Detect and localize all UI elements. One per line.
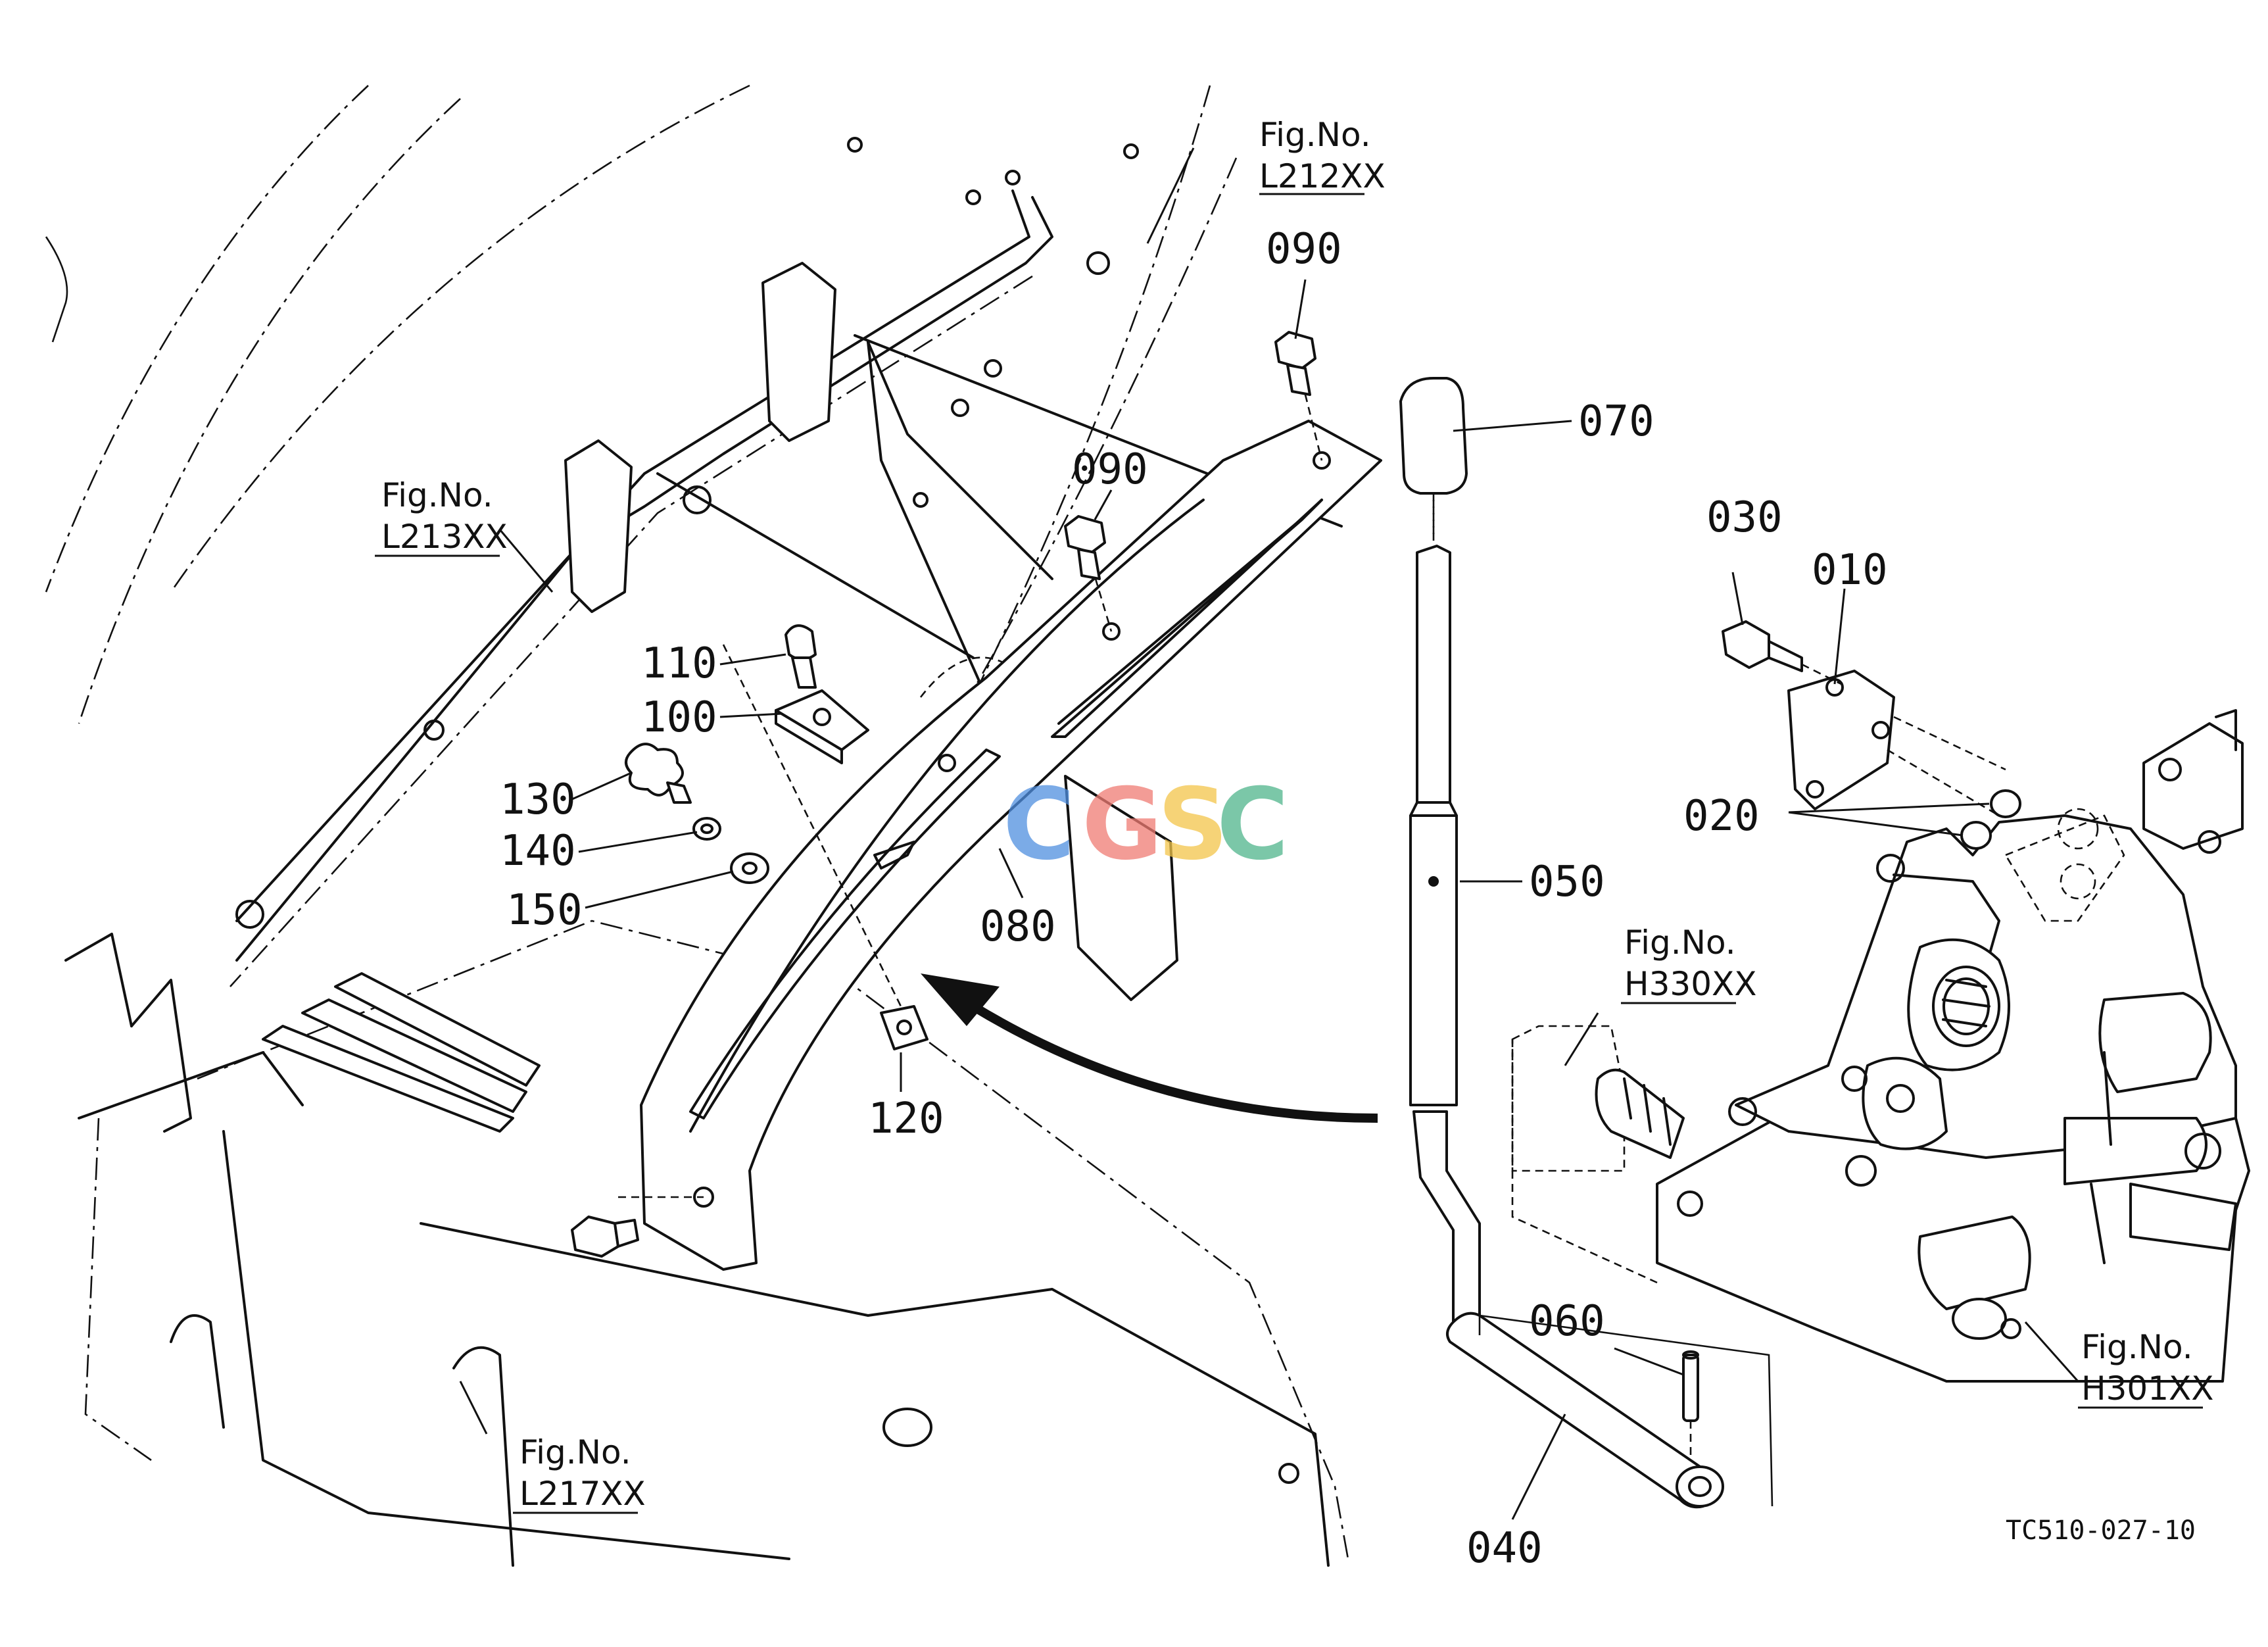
label-120: 120 xyxy=(868,1094,944,1143)
label-040: 040 xyxy=(1466,1524,1543,1573)
label-090-upper: 090 xyxy=(1266,225,1342,274)
label-080: 080 xyxy=(980,902,1056,951)
watermark-letter-1: C xyxy=(1003,768,1075,882)
hydraulic-valve-assembly xyxy=(1511,709,2250,1383)
label-050: 050 xyxy=(1529,858,1605,906)
fig-ref-l217: L217XX xyxy=(519,1475,646,1513)
bolt-090-upper xyxy=(1274,331,1316,396)
fig-ref-l212: L212XX xyxy=(1259,157,1386,195)
fig-ref-h301: H301XX xyxy=(2081,1369,2214,1408)
watermark-letter-4: C xyxy=(1217,768,1289,882)
label-150: 150 xyxy=(506,886,583,935)
fig-ref-l213: L213XX xyxy=(381,518,508,556)
label-010: 010 xyxy=(1812,546,1888,595)
figure-references: Fig.No. L212XX Fig.No. L213XX Fig.No. L2… xyxy=(381,116,2214,1513)
label-140: 140 xyxy=(500,827,576,875)
part-110 xyxy=(784,624,817,689)
watermark-letter-3: S xyxy=(1157,768,1228,882)
label-030: 030 xyxy=(1706,493,1783,542)
label-100: 100 xyxy=(641,693,717,742)
part-120-clip-nut xyxy=(880,1005,929,1050)
cover-plate-010 xyxy=(1787,670,2006,817)
pin-060 xyxy=(1682,1350,1699,1460)
label-090-lower: 090 xyxy=(1072,445,1148,494)
lever-arm-040 xyxy=(1412,1110,1773,1509)
fig-ref-h301-prefix: Fig.No. xyxy=(2081,1328,2193,1366)
lever-knob-070 xyxy=(1399,377,1468,546)
part-number-labels: 070 090 090 110 100 130 140 150 080 120 … xyxy=(500,225,1888,1573)
watermark-letter-2: G xyxy=(1082,768,1163,882)
label-020: 020 xyxy=(1683,792,1760,841)
assembly-arrow xyxy=(921,973,1378,1123)
lever-rod-050 xyxy=(1409,545,1458,1106)
background-phantom-lines xyxy=(45,84,1238,856)
lever-guide-080 xyxy=(640,420,1382,1271)
mounting-bracket xyxy=(64,137,1343,1027)
fig-ref-l212-prefix: Fig.No. xyxy=(1259,116,1371,154)
label-110: 110 xyxy=(641,639,717,688)
fig-ref-l213-prefix: Fig.No. xyxy=(381,476,493,514)
bolt-090-lower xyxy=(1064,515,1106,580)
o-rings-020 xyxy=(1960,789,2021,850)
label-060: 060 xyxy=(1529,1297,1605,1346)
fig-ref-h330: H330XX xyxy=(1624,965,1757,1003)
bolt-lower-left xyxy=(571,1216,639,1258)
part-140-washer xyxy=(692,817,721,841)
part-130-knob xyxy=(625,743,692,804)
fig-ref-h330-prefix: Fig.No. xyxy=(1624,923,1736,962)
fig-ref-l217-prefix: Fig.No. xyxy=(519,1433,631,1471)
part-100 xyxy=(775,689,869,764)
part-150-washer xyxy=(730,852,769,884)
bolt-030 xyxy=(1722,620,1842,685)
fender-outline xyxy=(78,189,1349,1567)
label-130: 130 xyxy=(500,775,576,824)
cgsc-watermark: C G S C xyxy=(1003,768,1289,882)
figure-code: TC510-027-10 xyxy=(2006,1515,2196,1546)
label-070: 070 xyxy=(1578,397,1654,446)
leader-lines xyxy=(375,147,2203,1520)
